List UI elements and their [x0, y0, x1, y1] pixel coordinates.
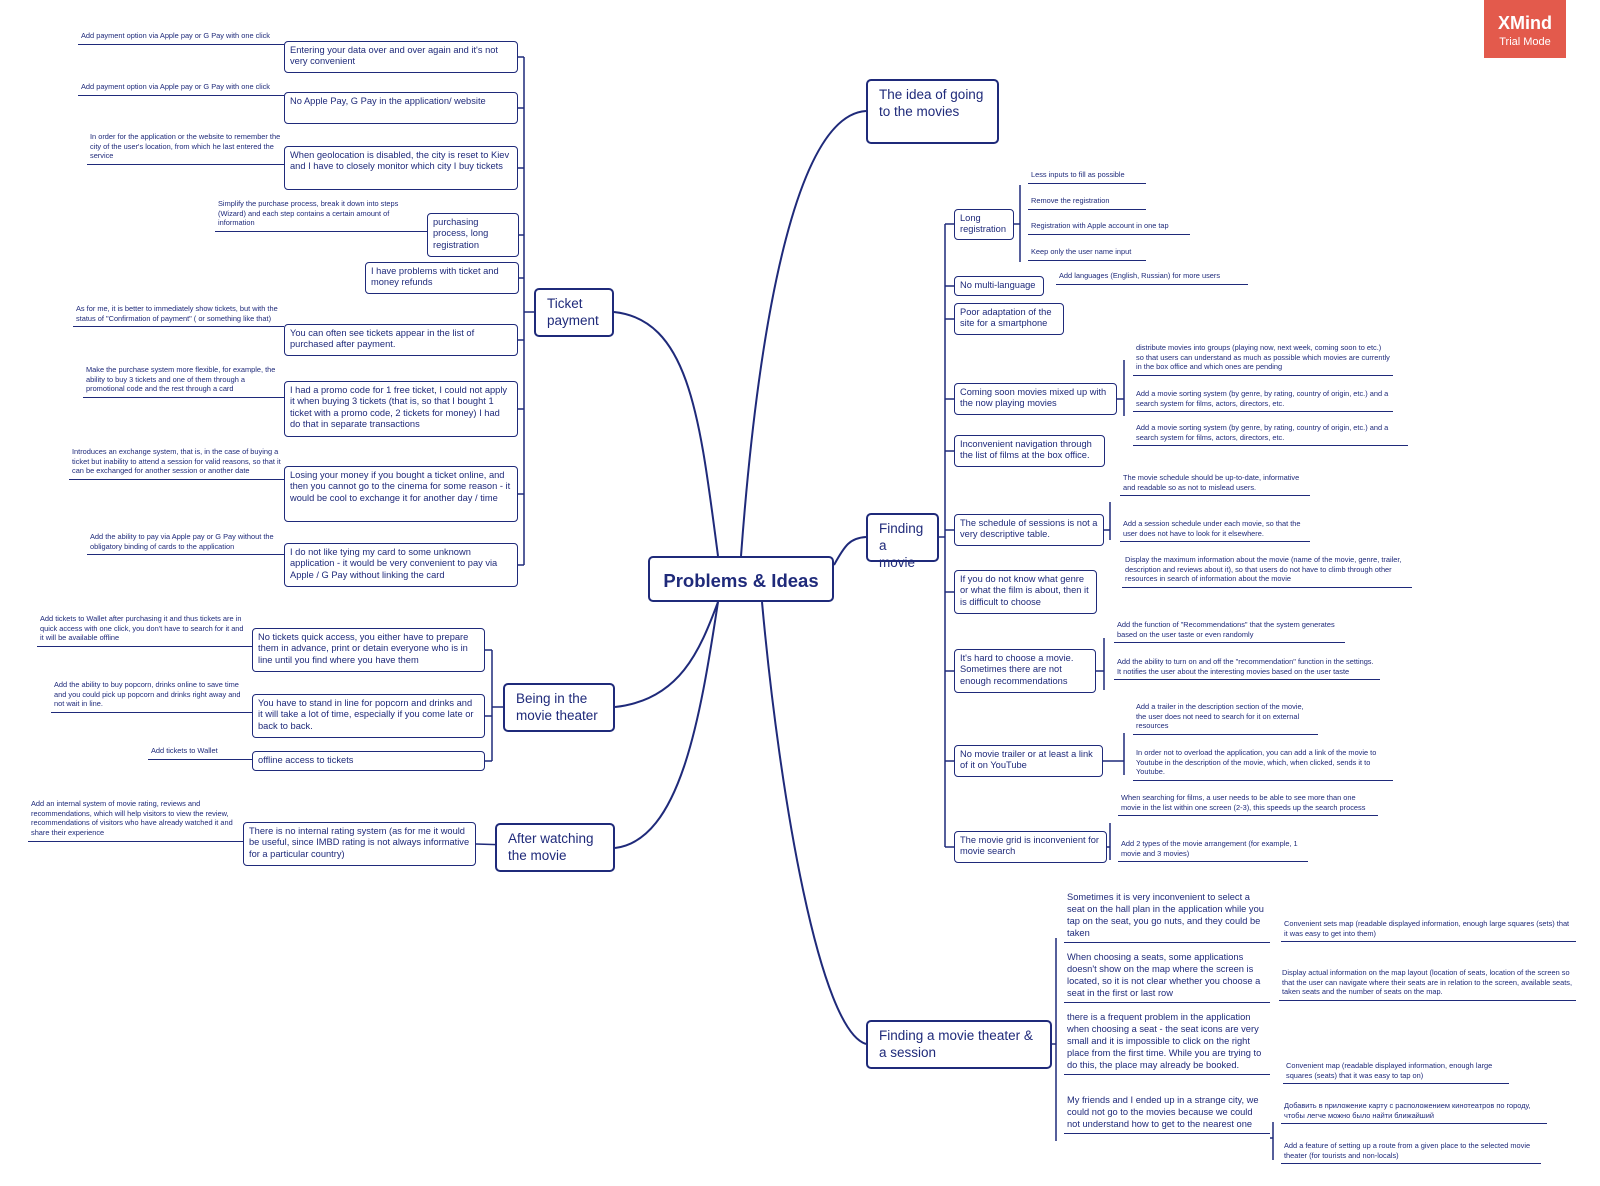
ticket-problem[interactable]: Losing your money if you bought a ticket…: [284, 466, 518, 522]
finding-idea: Registration with Apple account in one t…: [1028, 221, 1190, 235]
theater-problem[interactable]: offline access to tickets: [252, 751, 485, 771]
ticket-problem[interactable]: No Apple Pay, G Pay in the application/ …: [284, 92, 518, 124]
finding-idea: The movie schedule should be up-to-date,…: [1120, 473, 1310, 497]
theater-idea: Add tickets to Wallet after purchasing i…: [37, 614, 252, 647]
finding-idea: Add a session schedule under each movie,…: [1120, 519, 1310, 543]
session-problem[interactable]: When choosing a seats, some applications…: [1064, 951, 1270, 1004]
ticket-idea: As for me, it is better to immediately s…: [73, 304, 284, 328]
branch-finding-theater-session[interactable]: Finding a movie theater & a session: [866, 1020, 1052, 1069]
finding-problem[interactable]: If you do not know what genre or what th…: [954, 570, 1097, 614]
finding-idea: Remove the registration: [1028, 196, 1146, 210]
connector-sub: [1107, 823, 1111, 860]
ticket-idea: Add payment option via Apple pay or G Pa…: [78, 82, 284, 96]
theater-idea: Add tickets to Wallet: [148, 746, 252, 760]
session-idea: Display actual information on the map la…: [1279, 968, 1576, 1001]
central-topic[interactable]: Problems & Ideas: [648, 556, 834, 602]
finding-idea: Less inputs to fill as possible: [1028, 170, 1146, 184]
connector-central-session: [761, 601, 867, 1045]
finding-problem[interactable]: Long registration: [954, 209, 1014, 240]
finding-idea: Add languages (English, Russian) for mor…: [1056, 271, 1248, 285]
branch-after-watching[interactable]: After watching the movie: [495, 823, 615, 872]
finding-idea: Add a movie sorting system (by genre, by…: [1133, 423, 1408, 447]
session-problem[interactable]: My friends and I ended up in a strange c…: [1064, 1094, 1270, 1135]
session-idea: Convenient sets map (readable displayed …: [1281, 919, 1576, 943]
connector-central-after: [614, 601, 719, 849]
after-idea: Add an internal system of movie rating, …: [28, 799, 243, 842]
ticket-problem[interactable]: I do not like tying my card to some unkn…: [284, 543, 518, 587]
connector-central-ticket: [613, 311, 719, 557]
finding-idea: Add the function of "Recommendations" th…: [1114, 620, 1345, 644]
finding-idea: In order not to overload the application…: [1133, 748, 1393, 781]
finding-idea: Keep only the user name input: [1028, 247, 1146, 261]
finding-problem[interactable]: No movie trailer or at least a link of i…: [954, 745, 1103, 777]
session-problem[interactable]: there is a frequent problem in the appli…: [1064, 1011, 1270, 1076]
connector-central-finding: [833, 536, 867, 566]
connector-central-idea: [740, 110, 867, 557]
ticket-idea: Introduces an exchange system, that is, …: [69, 447, 284, 480]
finding-problem[interactable]: Poor adaptation of the site for a smartp…: [954, 303, 1064, 335]
connector-sub: [1096, 638, 1105, 690]
finding-idea: Add 2 types of the movie arrangement (fo…: [1118, 839, 1308, 863]
ticket-problem[interactable]: I had a promo code for 1 free ticket, I …: [284, 381, 518, 437]
finding-idea: Display the maximum information about th…: [1122, 555, 1412, 588]
branch-being-in-theater[interactable]: Being in the movie theater: [503, 683, 615, 732]
theater-problem[interactable]: You have to stand in line for popcorn an…: [252, 694, 485, 738]
connector-sub: [1270, 1122, 1274, 1160]
watermark-mode: Trial Mode: [1499, 36, 1551, 48]
ticket-problem[interactable]: When geolocation is disabled, the city i…: [284, 146, 518, 190]
finding-problem[interactable]: Coming soon movies mixed up with the now…: [954, 383, 1117, 415]
finding-problem[interactable]: The movie grid is inconvenient for movie…: [954, 831, 1107, 863]
xmind-watermark: XMind Trial Mode: [1484, 0, 1566, 58]
session-problem[interactable]: Sometimes it is very inconvenient to sel…: [1064, 891, 1270, 944]
connector-sub: [1117, 360, 1125, 416]
finding-idea: When searching for films, a user needs t…: [1118, 793, 1378, 817]
branch-finding-movie[interactable]: Finding a movie: [866, 513, 939, 570]
connector-sub: [1104, 502, 1111, 540]
session-idea: Добавить в приложение карту с расположен…: [1281, 1101, 1547, 1125]
theater-idea: Add the ability to buy popcorn, drinks o…: [51, 680, 252, 713]
theater-problem[interactable]: No tickets quick access, you either have…: [252, 628, 485, 672]
session-idea: Add a feature of setting up a route from…: [1281, 1141, 1541, 1165]
ticket-problem[interactable]: I have problems with ticket and money re…: [365, 262, 519, 294]
finding-idea: Add a trailer in the description section…: [1133, 702, 1318, 735]
ticket-problem[interactable]: purchasing process, long registration: [427, 213, 519, 257]
connector-central-theater: [614, 601, 719, 708]
session-idea: Convenient map (readable displayed infor…: [1283, 1061, 1509, 1085]
finding-idea: Add a movie sorting system (by genre, by…: [1133, 389, 1393, 413]
ticket-idea: Add the ability to pay via Apple pay or …: [87, 532, 284, 556]
finding-problem[interactable]: No multi-language: [954, 276, 1044, 296]
ticket-idea: Simplify the purchase process, break it …: [215, 199, 427, 232]
ticket-idea: In order for the application or the webs…: [87, 132, 284, 165]
finding-problem[interactable]: The schedule of sessions is not a very d…: [954, 514, 1104, 546]
ticket-problem[interactable]: Entering your data over and over again a…: [284, 41, 518, 73]
finding-problem[interactable]: It's hard to choose a movie. Sometimes t…: [954, 649, 1096, 693]
watermark-brand: XMind: [1498, 13, 1552, 33]
ticket-problem[interactable]: You can often see tickets appear in the …: [284, 324, 518, 356]
finding-problem[interactable]: Inconvenient navigation through the list…: [954, 435, 1105, 467]
after-problem[interactable]: There is no internal rating system (as f…: [243, 822, 476, 866]
finding-idea: Add the ability to turn on and off the "…: [1114, 657, 1380, 681]
branch-idea[interactable]: The idea of going to the movies: [866, 79, 999, 144]
ticket-idea: Make the purchase system more flexible, …: [83, 365, 284, 398]
finding-idea: distribute movies into groups (playing n…: [1133, 343, 1393, 376]
ticket-idea: Add payment option via Apple pay or G Pa…: [78, 31, 284, 45]
branch-ticket-payment[interactable]: Ticket payment: [534, 288, 614, 337]
connector-sub: [1103, 733, 1125, 775]
